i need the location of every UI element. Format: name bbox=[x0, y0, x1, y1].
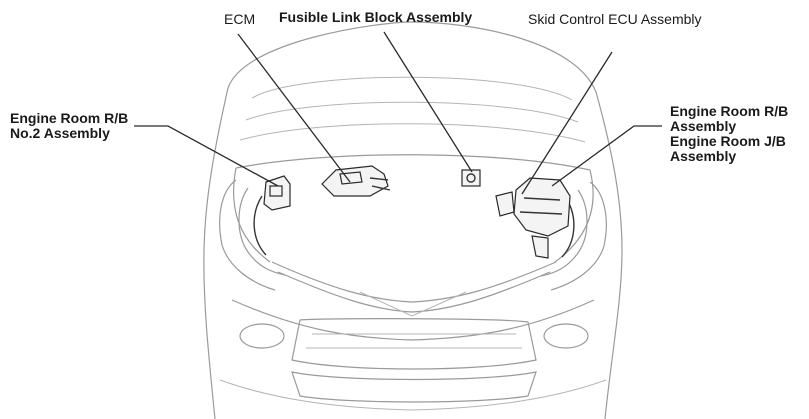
label-engine-room-jb-line2: Assembly bbox=[670, 148, 737, 164]
label-skid-control-ecu: Skid Control ECU Assembly bbox=[528, 11, 702, 27]
label-engine-room-rb-no2-line2: No.2 Assembly bbox=[10, 125, 110, 141]
leader-lines bbox=[134, 31, 662, 195]
engine-room-rb-part bbox=[495, 177, 571, 259]
engine-room-rb-no2-part bbox=[263, 175, 291, 211]
fusible-link-block-part bbox=[461, 169, 481, 187]
ecm-part bbox=[321, 165, 391, 197]
label-fusible-link-block: Fusible Link Block Assembly bbox=[279, 9, 473, 25]
label-engine-room-rb-line2: Assembly bbox=[670, 118, 737, 134]
label-ecm: ECM bbox=[224, 11, 256, 27]
label-engine-room-jb-line1: Engine Room J/B bbox=[670, 133, 786, 149]
label-engine-room-rb-no2-line1: Engine Room R/B bbox=[10, 110, 129, 126]
label-engine-room-rb-line1: Engine Room R/B bbox=[670, 103, 789, 119]
car-body-outline bbox=[203, 21, 623, 419]
